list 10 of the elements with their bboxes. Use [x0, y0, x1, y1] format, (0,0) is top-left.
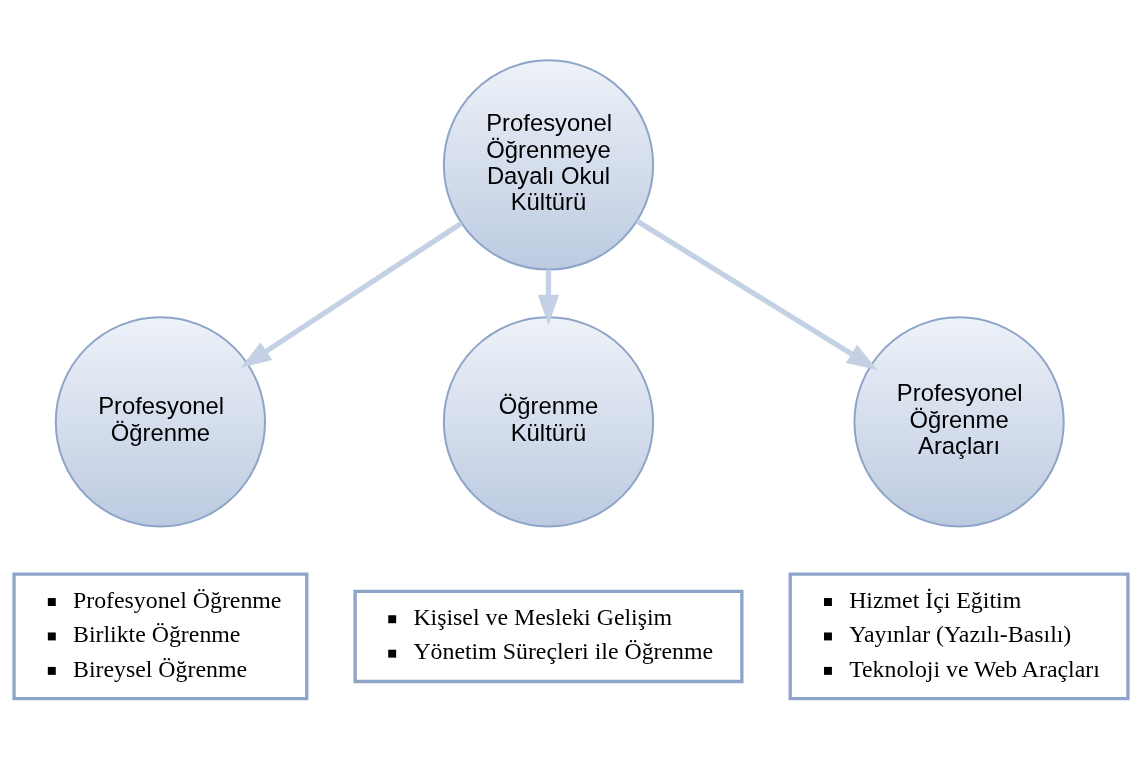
node-box: Hizmet İçi Eğitim Yayınlar (Yazılı-Basılı) Teknoloji ve Web Araçları: [788, 572, 1130, 700]
arrow: [635, 218, 878, 370]
node-box: Kişisel ve Mesleki Gelişim Yönetim Süreçleri ile Öğrenme: [353, 589, 744, 683]
node-circle: Profesyonel Öğrenme: [54, 315, 267, 527]
node-circle: Profesyonel Öğrenmeye Dayalı Okul Kültürü: [442, 58, 655, 271]
arrow: [240, 220, 463, 368]
node-circle: Öğrenme Kültürü: [442, 315, 655, 527]
arrow: [537, 269, 560, 325]
node-box: Profesyonel Öğrenme Birlikte Öğrenme Bireysel Öğrenme: [12, 572, 309, 700]
node-circle: Profesyonel Öğrenme Araçları: [853, 315, 1065, 527]
